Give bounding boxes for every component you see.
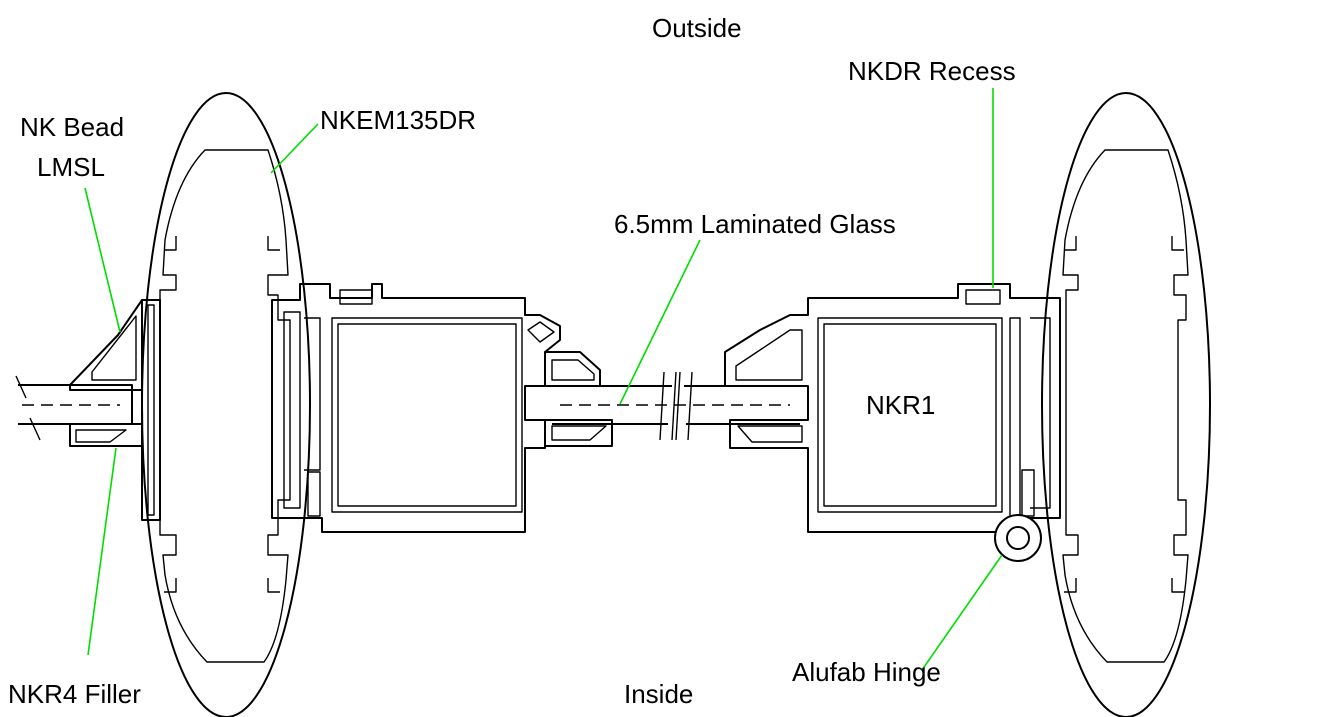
leader-lines: [84, 88, 1003, 671]
left-glazing: [15, 299, 161, 521]
nkem135dr-label: NKEM135DR: [320, 105, 476, 135]
alufab-hinge-symbol: [994, 514, 1042, 562]
inside-label: Inside: [624, 679, 693, 709]
outside-label: Outside: [652, 13, 742, 43]
labels: Outside NKDR Recess NK Bead LMSL NKEM135…: [8, 13, 1016, 709]
nkdr-recess-label: NKDR Recess: [848, 56, 1016, 86]
middle-left-bead: [544, 351, 613, 447]
left-oval-mullion: [141, 92, 311, 717]
nk-bead-label: NK Bead: [20, 112, 124, 142]
nkr1-label: NKR1: [866, 390, 935, 420]
nkr4-filler-label: NKR4 Filler: [8, 679, 141, 709]
alufab-hinge-label: Alufab Hinge: [792, 657, 941, 687]
right-oval-mullion: [1041, 92, 1211, 717]
lmsl-label: LMSL: [37, 152, 105, 182]
middle-glass: [552, 371, 800, 441]
left-sash-frame: [271, 283, 561, 533]
right-sash-frame: [724, 283, 1061, 541]
laminated-glass-label: 6.5mm Laminated Glass: [614, 209, 896, 239]
